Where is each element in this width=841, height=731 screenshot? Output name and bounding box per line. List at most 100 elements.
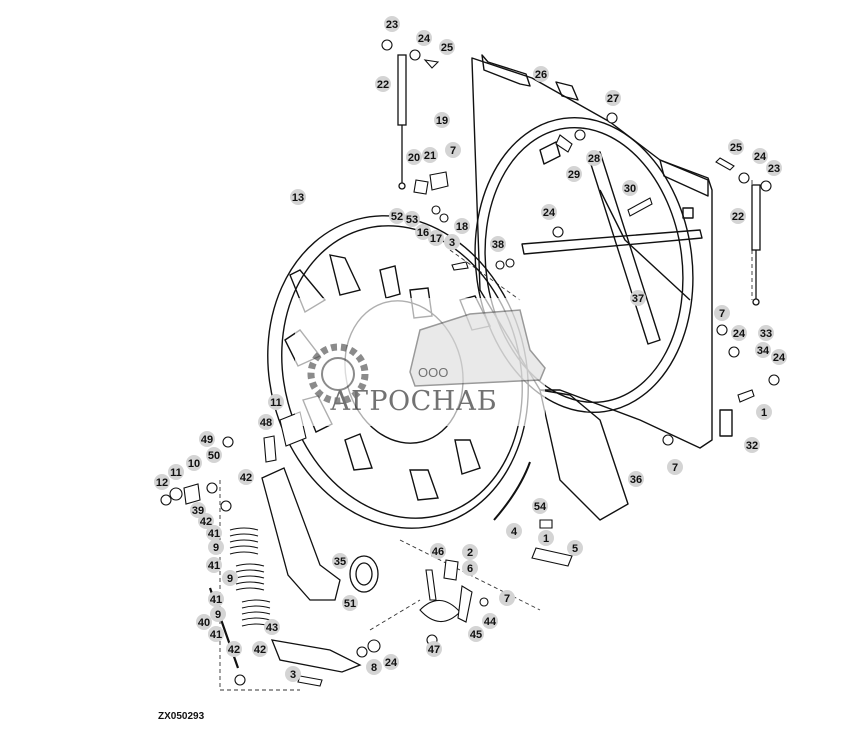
callout-bubble: [766, 160, 782, 176]
callout-bubble: [190, 502, 206, 518]
callout-number: 2: [467, 547, 473, 559]
callout-number: 43: [266, 622, 278, 634]
callout-number: 38: [492, 239, 504, 251]
callout-number: 34: [757, 345, 770, 357]
tensioner-arm-drawing: [208, 467, 379, 673]
callout-number: 52: [391, 211, 403, 223]
callout-number: 7: [672, 462, 678, 474]
callout-number: 11: [170, 467, 182, 479]
callout-bubble: [533, 66, 549, 82]
gas-strut-left: [397, 54, 407, 190]
callout-number: 9: [215, 609, 221, 621]
callout-number: 47: [428, 644, 440, 656]
combine-harvester-icon: [409, 309, 546, 387]
callout-number: 7: [504, 593, 510, 605]
spring-stack: [229, 527, 271, 627]
callout-number: 24: [385, 657, 398, 669]
callout-number: 3: [290, 669, 296, 681]
callout-number: 23: [386, 19, 398, 31]
callout-number: 26: [535, 69, 547, 81]
callout-bubble: [199, 431, 215, 447]
callout-bubble: [258, 414, 274, 430]
callout-bubble: [730, 208, 746, 224]
callout-number: 24: [543, 207, 556, 219]
callout-bubble: [366, 659, 382, 675]
callout-bubble: [462, 544, 478, 560]
callout-number: 1: [761, 407, 767, 419]
callout-number: 16: [417, 227, 429, 239]
callout-bubble: [538, 530, 554, 546]
gear-logo-icon: [307, 343, 369, 405]
callout-number: 24: [773, 352, 786, 364]
watermark-name: АГРОСНАБ: [330, 386, 497, 417]
callout-bubble: [586, 150, 602, 166]
callout-bubble: [198, 513, 214, 529]
callout-number: 41: [210, 594, 222, 606]
callout-bubble: [208, 626, 224, 642]
callout-number: 3: [449, 237, 455, 249]
callout-number: 49: [201, 434, 213, 446]
callout-bubble: [238, 469, 254, 485]
callout-bubble: [208, 539, 224, 555]
watermark-prefix: ООО: [418, 365, 448, 380]
callout-number: 5: [572, 543, 578, 555]
callout-bubble: [406, 149, 422, 165]
callout-bubble: [168, 464, 184, 480]
callout-bubble: [439, 39, 455, 55]
callout-bubble: [389, 208, 405, 224]
callout-bubble: [285, 666, 301, 682]
callout-bubble: [532, 498, 548, 514]
callout-bubble: [268, 394, 284, 410]
callout-number: 33: [760, 328, 772, 340]
callout-number: 27: [607, 93, 619, 105]
callout-number: 29: [568, 169, 580, 181]
callout-number: 20: [408, 152, 420, 164]
callout-bubble: [541, 204, 557, 220]
callout-bubble: [428, 230, 444, 246]
callout-number: 22: [732, 211, 744, 223]
callout-number: 42: [228, 644, 240, 656]
callout-number: 42: [200, 516, 212, 528]
callout-number: 6: [467, 563, 473, 575]
callout-number: 19: [436, 115, 448, 127]
callout-bubble: [208, 591, 224, 607]
callout-bubble: [462, 560, 478, 576]
callout-number: 8: [371, 662, 377, 674]
callout-number: 24: [754, 151, 767, 163]
callout-bubble: [290, 189, 306, 205]
callout-bubble: [468, 626, 484, 642]
callout-bubble: [628, 471, 644, 487]
callout-bubble: [499, 590, 515, 606]
callout-bubble: [445, 142, 461, 158]
callout-number: 50: [208, 450, 220, 462]
callout-number: 37: [632, 293, 644, 305]
callout-bubble: [206, 525, 222, 541]
callout-bubble: [206, 557, 222, 573]
callout-bubble: [622, 180, 638, 196]
callout-number: 21: [424, 150, 436, 162]
gas-strut-right: [751, 184, 761, 306]
callout-number: 22: [377, 79, 389, 91]
callout-number: 40: [198, 617, 210, 629]
callout-number: 42: [254, 644, 266, 656]
callout-bubble: [630, 290, 646, 306]
callout-number: 28: [588, 153, 600, 165]
callout-bubble: [384, 16, 400, 32]
callout-number: 53: [406, 214, 418, 226]
callout-bubble: [404, 211, 420, 227]
callout-bubble: [154, 474, 170, 490]
callout-number: 45: [470, 629, 482, 641]
callout-number: 10: [188, 458, 200, 470]
callout-bubble: [714, 305, 730, 321]
drawing-code: ZX050293: [158, 711, 205, 722]
callout-bubble: [758, 325, 774, 341]
callout-bubble: [264, 619, 280, 635]
callout-number: 9: [213, 542, 219, 554]
callout-number: 35: [334, 556, 346, 568]
callout-number: 24: [733, 328, 746, 340]
callout-number: 42: [240, 472, 252, 484]
callout-bubble: [186, 455, 202, 471]
callout-number: 7: [719, 308, 725, 320]
